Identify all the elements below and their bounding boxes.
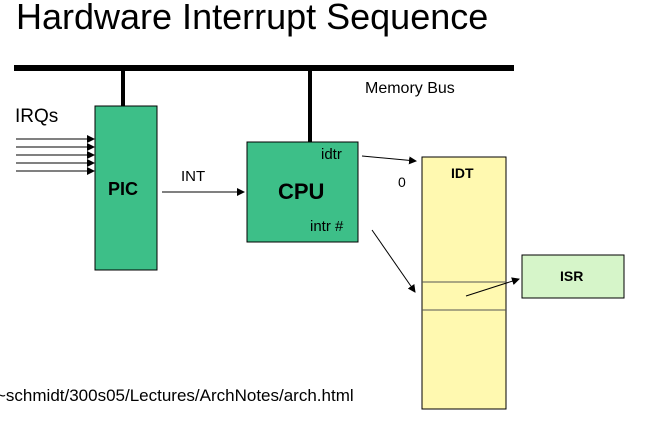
- irqs-label: IRQs: [15, 106, 59, 127]
- pic-box: [94, 105, 158, 271]
- int-label: INT: [181, 168, 206, 185]
- idtr-arrow: [361, 155, 417, 165]
- footer-url: ~schmidt/300s05/Lectures/ArchNotes/arch.…: [0, 386, 354, 405]
- idt-zero-label: 0: [398, 174, 406, 190]
- isr-label: ISR: [560, 268, 584, 284]
- intr-arrow: [371, 229, 416, 293]
- cpu-box: [246, 141, 359, 243]
- isr-arrow: [465, 277, 520, 297]
- idtr-label: idtr: [321, 146, 342, 163]
- irq-arrows: [16, 135, 95, 175]
- idt-label: IDT: [451, 165, 474, 181]
- isr-box: [521, 254, 625, 299]
- cpu-label: CPU: [278, 179, 325, 204]
- page-title: Hardware Interrupt Sequence: [16, 0, 489, 37]
- pic-label: PIC: [108, 179, 139, 199]
- idt-table: [421, 156, 507, 410]
- intr-label: intr #: [310, 218, 344, 235]
- memory-bus-label: Memory Bus: [365, 80, 455, 97]
